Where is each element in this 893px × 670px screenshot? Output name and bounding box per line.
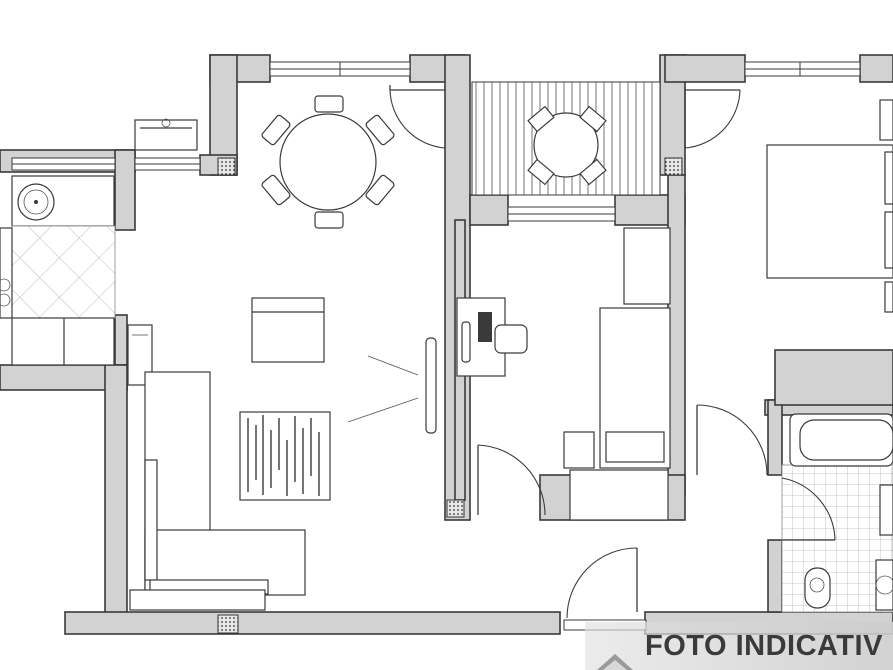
study-room	[456, 227, 671, 521]
bathroom	[781, 413, 893, 613]
kitchen	[0, 175, 153, 386]
pillars	[217, 157, 683, 634]
doors	[389, 85, 836, 619]
dining-table	[261, 95, 395, 229]
bedroom	[766, 99, 893, 313]
watermark-band	[585, 622, 893, 670]
watermark-logo-icon	[597, 654, 633, 670]
balcony	[471, 81, 661, 196]
living-room	[129, 297, 437, 611]
watermark-text: FOTO INDICATIV	[645, 630, 883, 662]
window-sill-furniture	[134, 118, 198, 151]
